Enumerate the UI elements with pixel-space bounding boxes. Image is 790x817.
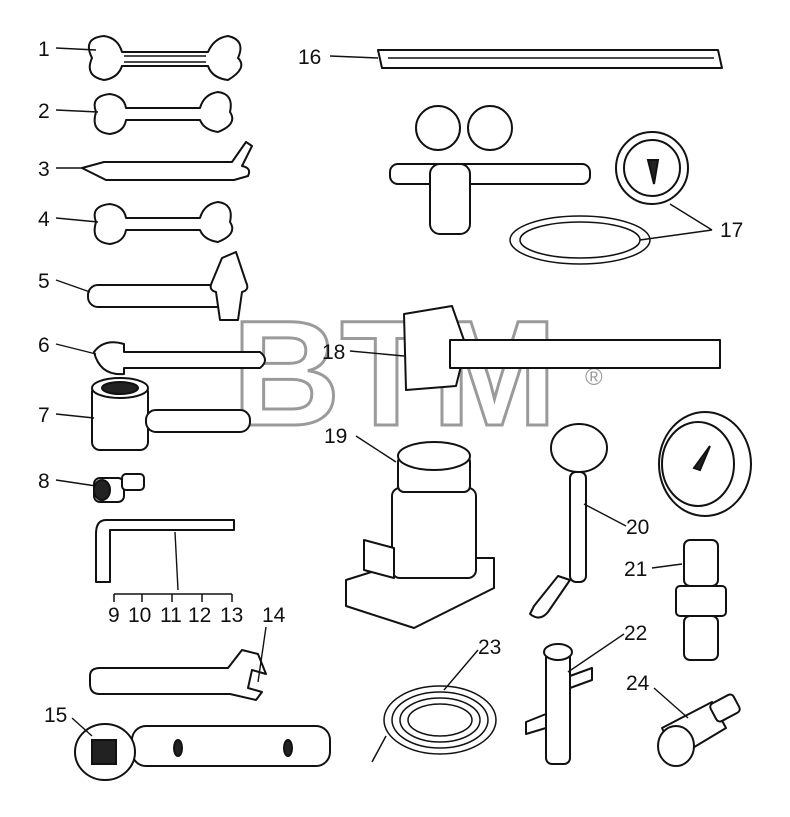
label-4: 4	[38, 208, 50, 231]
part-22-handle-tool	[525, 643, 593, 765]
label-15: 15	[44, 704, 67, 727]
label-5: 5	[38, 270, 50, 293]
label-17: 17	[720, 219, 743, 242]
label-7: 7	[38, 404, 50, 427]
label-9: 9	[108, 604, 120, 627]
leader-lines	[55, 47, 713, 737]
part-4-open-wrench	[93, 201, 234, 245]
watermark-text: BTM	[232, 289, 557, 457]
part-3-pry-bar	[81, 141, 253, 181]
part-24-adapter-fitting	[657, 693, 741, 767]
part-7-socket-wrench	[91, 377, 251, 451]
label-21: 21	[624, 558, 647, 581]
part-16-ruler	[377, 49, 723, 69]
label-2: 2	[38, 100, 50, 123]
part-18-sledgehammer	[403, 305, 721, 391]
label-20: 20	[626, 516, 649, 539]
label-12: 12	[188, 604, 211, 627]
part-15-box-wrench	[74, 723, 331, 781]
label-11: 11	[160, 604, 182, 627]
part-17-gauge-manifold	[389, 105, 689, 265]
label-14: 14	[262, 604, 286, 627]
label-10: 10	[128, 604, 151, 627]
part-8-threaded-nut	[93, 473, 145, 503]
label-22: 22	[624, 622, 647, 645]
label-13: 13	[220, 604, 243, 627]
label-18: 18	[322, 341, 345, 364]
part-14-pin-spanner	[89, 649, 267, 701]
part-6-hook-spanner	[93, 341, 266, 376]
watermark: BTM ®	[231, 288, 604, 459]
label-23: 23	[478, 636, 501, 659]
part-9-13-hex-keys	[95, 519, 235, 602]
label-16: 16	[298, 46, 321, 69]
part-20-compression-gauge	[529, 423, 608, 619]
part-19-bottle-jack	[345, 441, 495, 629]
part-5-hammer	[87, 251, 249, 321]
part-21-pressure-gauge	[658, 411, 752, 661]
label-3: 3	[38, 158, 50, 181]
label-24: 24	[626, 672, 650, 695]
part-1-double-open-wrench	[88, 35, 243, 81]
label-19: 19	[324, 425, 347, 448]
label-6: 6	[38, 334, 50, 357]
part-23-hose-coil	[371, 685, 497, 763]
label-1: 1	[38, 38, 50, 61]
watermark-registered: ®	[585, 364, 603, 391]
label-8: 8	[38, 470, 50, 493]
part-2-open-wrench	[93, 91, 234, 135]
part-labels: 1 2 3 4 5 6 7 8 9 10 11 12 13 14 15 16 1…	[38, 38, 743, 727]
